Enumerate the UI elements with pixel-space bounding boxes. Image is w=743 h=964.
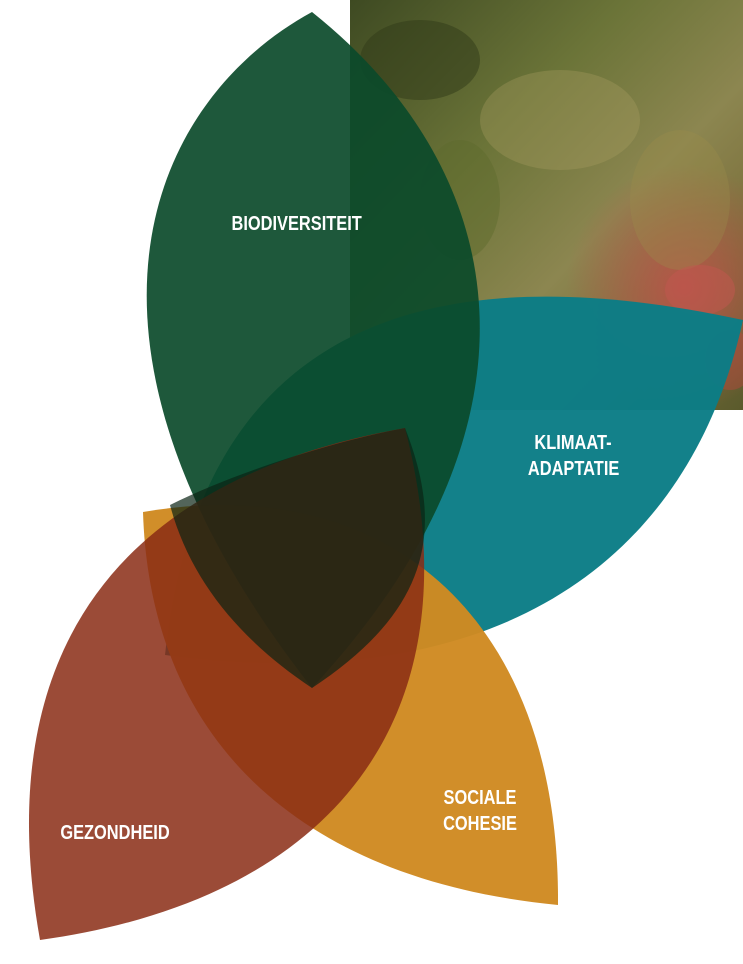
label-gezondheid: GEZONDHEID xyxy=(58,820,173,846)
background-photo xyxy=(350,0,743,410)
label-biodiversiteit: BIODIVERSITEIT xyxy=(231,211,362,237)
label-sociale-cohesie-line-1: SOCIALE xyxy=(443,787,517,809)
label-klimaatadaptatie-line-1: KLIMAAT- xyxy=(534,432,612,454)
label-klimaatadaptatie: KLIMAAT- ADAPTATIE xyxy=(527,430,620,482)
center-overlap xyxy=(170,428,425,688)
label-sociale-cohesie: SOCIALE COHESIE xyxy=(439,785,521,837)
label-klimaatadaptatie-line-2: ADAPTATIE xyxy=(527,458,620,480)
petals xyxy=(28,12,743,940)
label-biodiversiteit-line-1: BIODIVERSITEIT xyxy=(231,213,362,235)
label-sociale-cohesie-line-2: COHESIE xyxy=(443,813,517,835)
label-gezondheid-line-1: GEZONDHEID xyxy=(60,822,170,844)
